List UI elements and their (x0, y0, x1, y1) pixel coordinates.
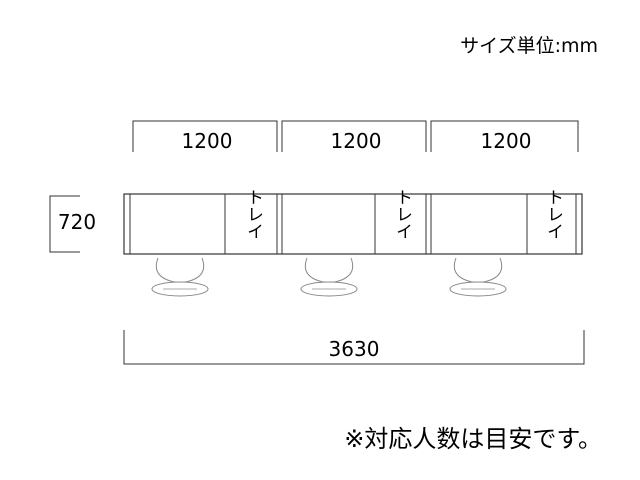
desk-2: トレイ (374, 189, 427, 254)
tray-label-3: トレイ (543, 189, 563, 240)
tray-2: トレイ (392, 189, 412, 240)
tray-3: トレイ (543, 189, 563, 240)
width-dimension-2: 1200 (281, 120, 427, 153)
depth-dimension: 720 (49, 195, 96, 253)
total-width-dimension: 3630 (123, 330, 585, 365)
width-label-1: 1200 (182, 129, 233, 153)
tray-label-1: トレイ (243, 189, 263, 240)
depth-label: 720 (58, 210, 96, 234)
width-dimension-3: 1200 (430, 120, 579, 153)
desk-row: トレイ トレイ トレイ (123, 189, 583, 255)
width-label-2: 1200 (331, 129, 382, 153)
tray-1: トレイ (243, 189, 263, 240)
total-width-label: 3630 (329, 337, 380, 361)
width-dimension-1: 1200 (132, 120, 278, 153)
chair-3 (449, 257, 507, 297)
unit-label: サイズ単位:mm (460, 35, 598, 57)
desk-1: トレイ (224, 189, 278, 254)
capacity-note: ※対応人数は目安です。 (344, 425, 602, 453)
width-label-3: 1200 (481, 129, 532, 153)
chair-2 (300, 257, 358, 297)
desk-3: トレイ (526, 189, 563, 254)
tray-label-2: トレイ (392, 189, 412, 240)
chair-1 (151, 257, 209, 297)
